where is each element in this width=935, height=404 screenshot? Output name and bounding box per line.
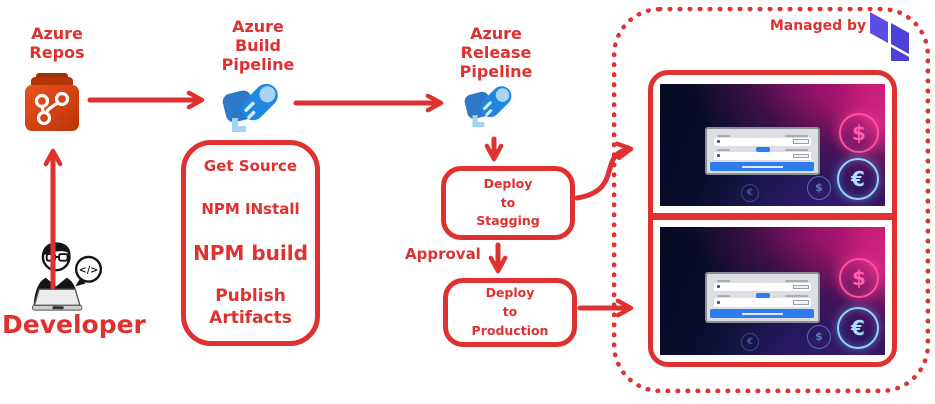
production-environment-screenshot: $ € $ € <box>660 227 885 355</box>
result-input-row <box>713 149 811 161</box>
exchange-rate-badge <box>755 147 771 152</box>
amount-input-row <box>713 134 811 146</box>
code-bubble-text: </> <box>79 265 98 276</box>
currency-select <box>792 299 810 305</box>
azure-pipelines-rocket-icon <box>221 76 289 140</box>
convert-button <box>710 309 815 319</box>
dollar-circle-icon: $ <box>839 113 879 154</box>
deploy-to-staging-box: Deploy to Stagging <box>441 166 575 240</box>
currency-converter-dialog <box>705 271 820 323</box>
small-dollar-circle-icon: $ <box>807 324 831 349</box>
build-steps-box: Get Source NPM INstall NPM build Publish… <box>181 140 320 346</box>
azure-repos-label: Azure Repos <box>29 24 85 63</box>
euro-circle-icon: € <box>837 157 879 200</box>
amount-input-row <box>713 279 811 292</box>
azure-repos-icon <box>23 73 81 137</box>
currency-select <box>792 153 810 159</box>
terraform-logo-icon <box>869 11 927 69</box>
developer-label: Developer <box>2 310 146 339</box>
deploy-to-production-box: Deploy to Production <box>443 278 577 347</box>
managed-by-label: Managed by <box>769 18 867 34</box>
currency-converter-dialog <box>705 126 820 176</box>
small-euro-circle-icon: € <box>741 333 759 352</box>
dollar-circle-icon: $ <box>839 257 879 298</box>
build-step-get-source: Get Source <box>203 157 298 175</box>
environments-divider <box>652 213 893 220</box>
small-euro-circle-icon: € <box>741 184 759 203</box>
staging-environment-screenshot: $ € $ € <box>660 84 885 206</box>
euro-circle-icon: € <box>837 306 879 349</box>
approval-label: Approval <box>405 245 481 263</box>
build-step-npm-build: NPM build <box>193 241 308 265</box>
currency-select <box>792 139 810 144</box>
azure-release-pipeline-label: Azure Release Pipeline <box>459 24 533 82</box>
build-step-publish-artifacts: Publish Artifacts <box>209 286 292 329</box>
exchange-rate-badge <box>755 293 771 299</box>
small-dollar-circle-icon: $ <box>807 175 831 200</box>
developer-at-laptop-icon: </> <box>12 236 108 316</box>
currency-select <box>792 284 810 290</box>
result-input-row <box>713 295 811 307</box>
environments-panel: $ € $ € $ € $ € <box>648 70 897 367</box>
azure-pipelines-rocket-icon <box>464 79 520 135</box>
build-step-npm-install: NPM INstall <box>201 200 300 218</box>
azure-build-pipeline-label: Azure Build Pipeline <box>221 17 295 75</box>
convert-button <box>710 162 815 171</box>
